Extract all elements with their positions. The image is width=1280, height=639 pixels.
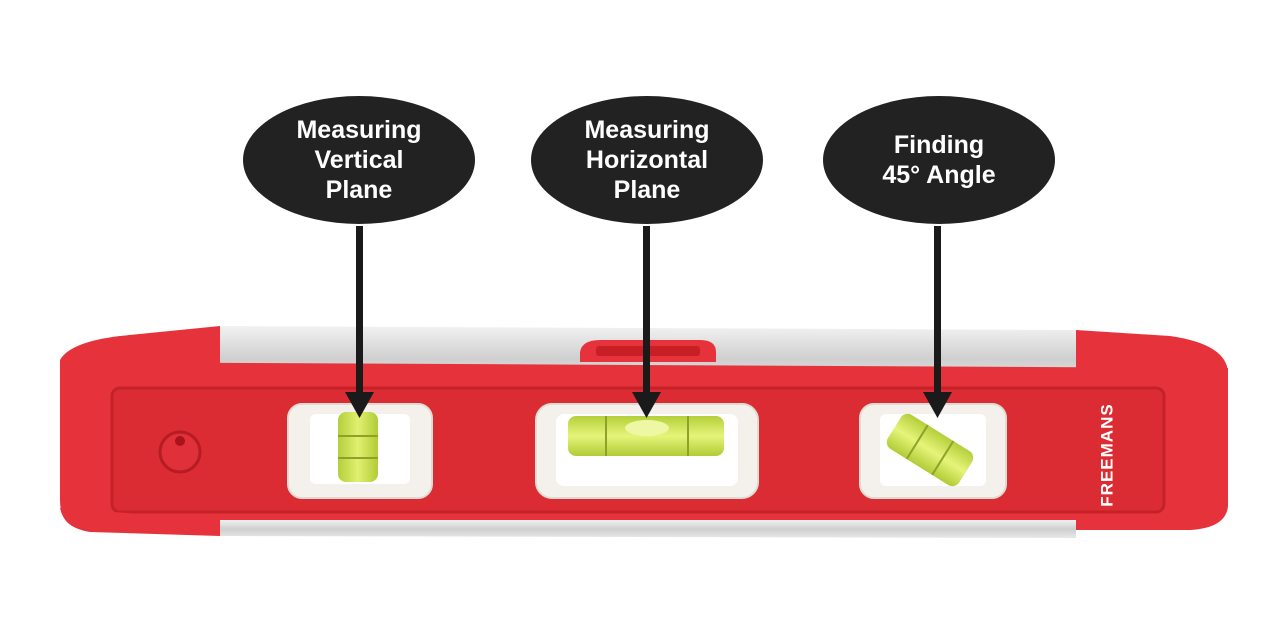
callout-line: Finding xyxy=(893,131,985,159)
callout-measuring-horizontal-plane: Measuring Horizontal Plane xyxy=(531,96,763,224)
callout-finding-45-angle: Finding 45° Angle xyxy=(823,96,1055,224)
callout-line: Vertical xyxy=(314,146,404,174)
angle-vial-mark xyxy=(931,440,955,476)
callout-line: 45° Angle xyxy=(882,161,996,189)
angle-vial-mark xyxy=(905,424,929,460)
pointer-arrow-vertical xyxy=(345,226,374,418)
bottom-rail xyxy=(220,520,1076,538)
callout-measuring-vertical-plane: Measuring Vertical Plane xyxy=(243,96,475,224)
pointer-arrow-angle xyxy=(923,226,952,418)
pointer-arrow-horizontal xyxy=(632,226,661,418)
callout-line: Plane xyxy=(613,176,681,204)
callout-line: Plane xyxy=(325,176,393,204)
angle-vial xyxy=(886,413,974,487)
callout-line: Measuring xyxy=(296,116,422,144)
horizontal-vial-bubble xyxy=(625,420,669,436)
callout-line: Measuring xyxy=(584,116,710,144)
brand-label: FREEMANS xyxy=(1088,400,1128,510)
hanging-hole xyxy=(158,430,202,474)
vertical-vial xyxy=(338,412,378,482)
bottom-left-cap xyxy=(60,508,220,536)
brand-text: FREEMANS xyxy=(1098,403,1117,507)
callout-line: Horizontal xyxy=(585,146,709,174)
hanging-hole-center xyxy=(175,436,185,446)
